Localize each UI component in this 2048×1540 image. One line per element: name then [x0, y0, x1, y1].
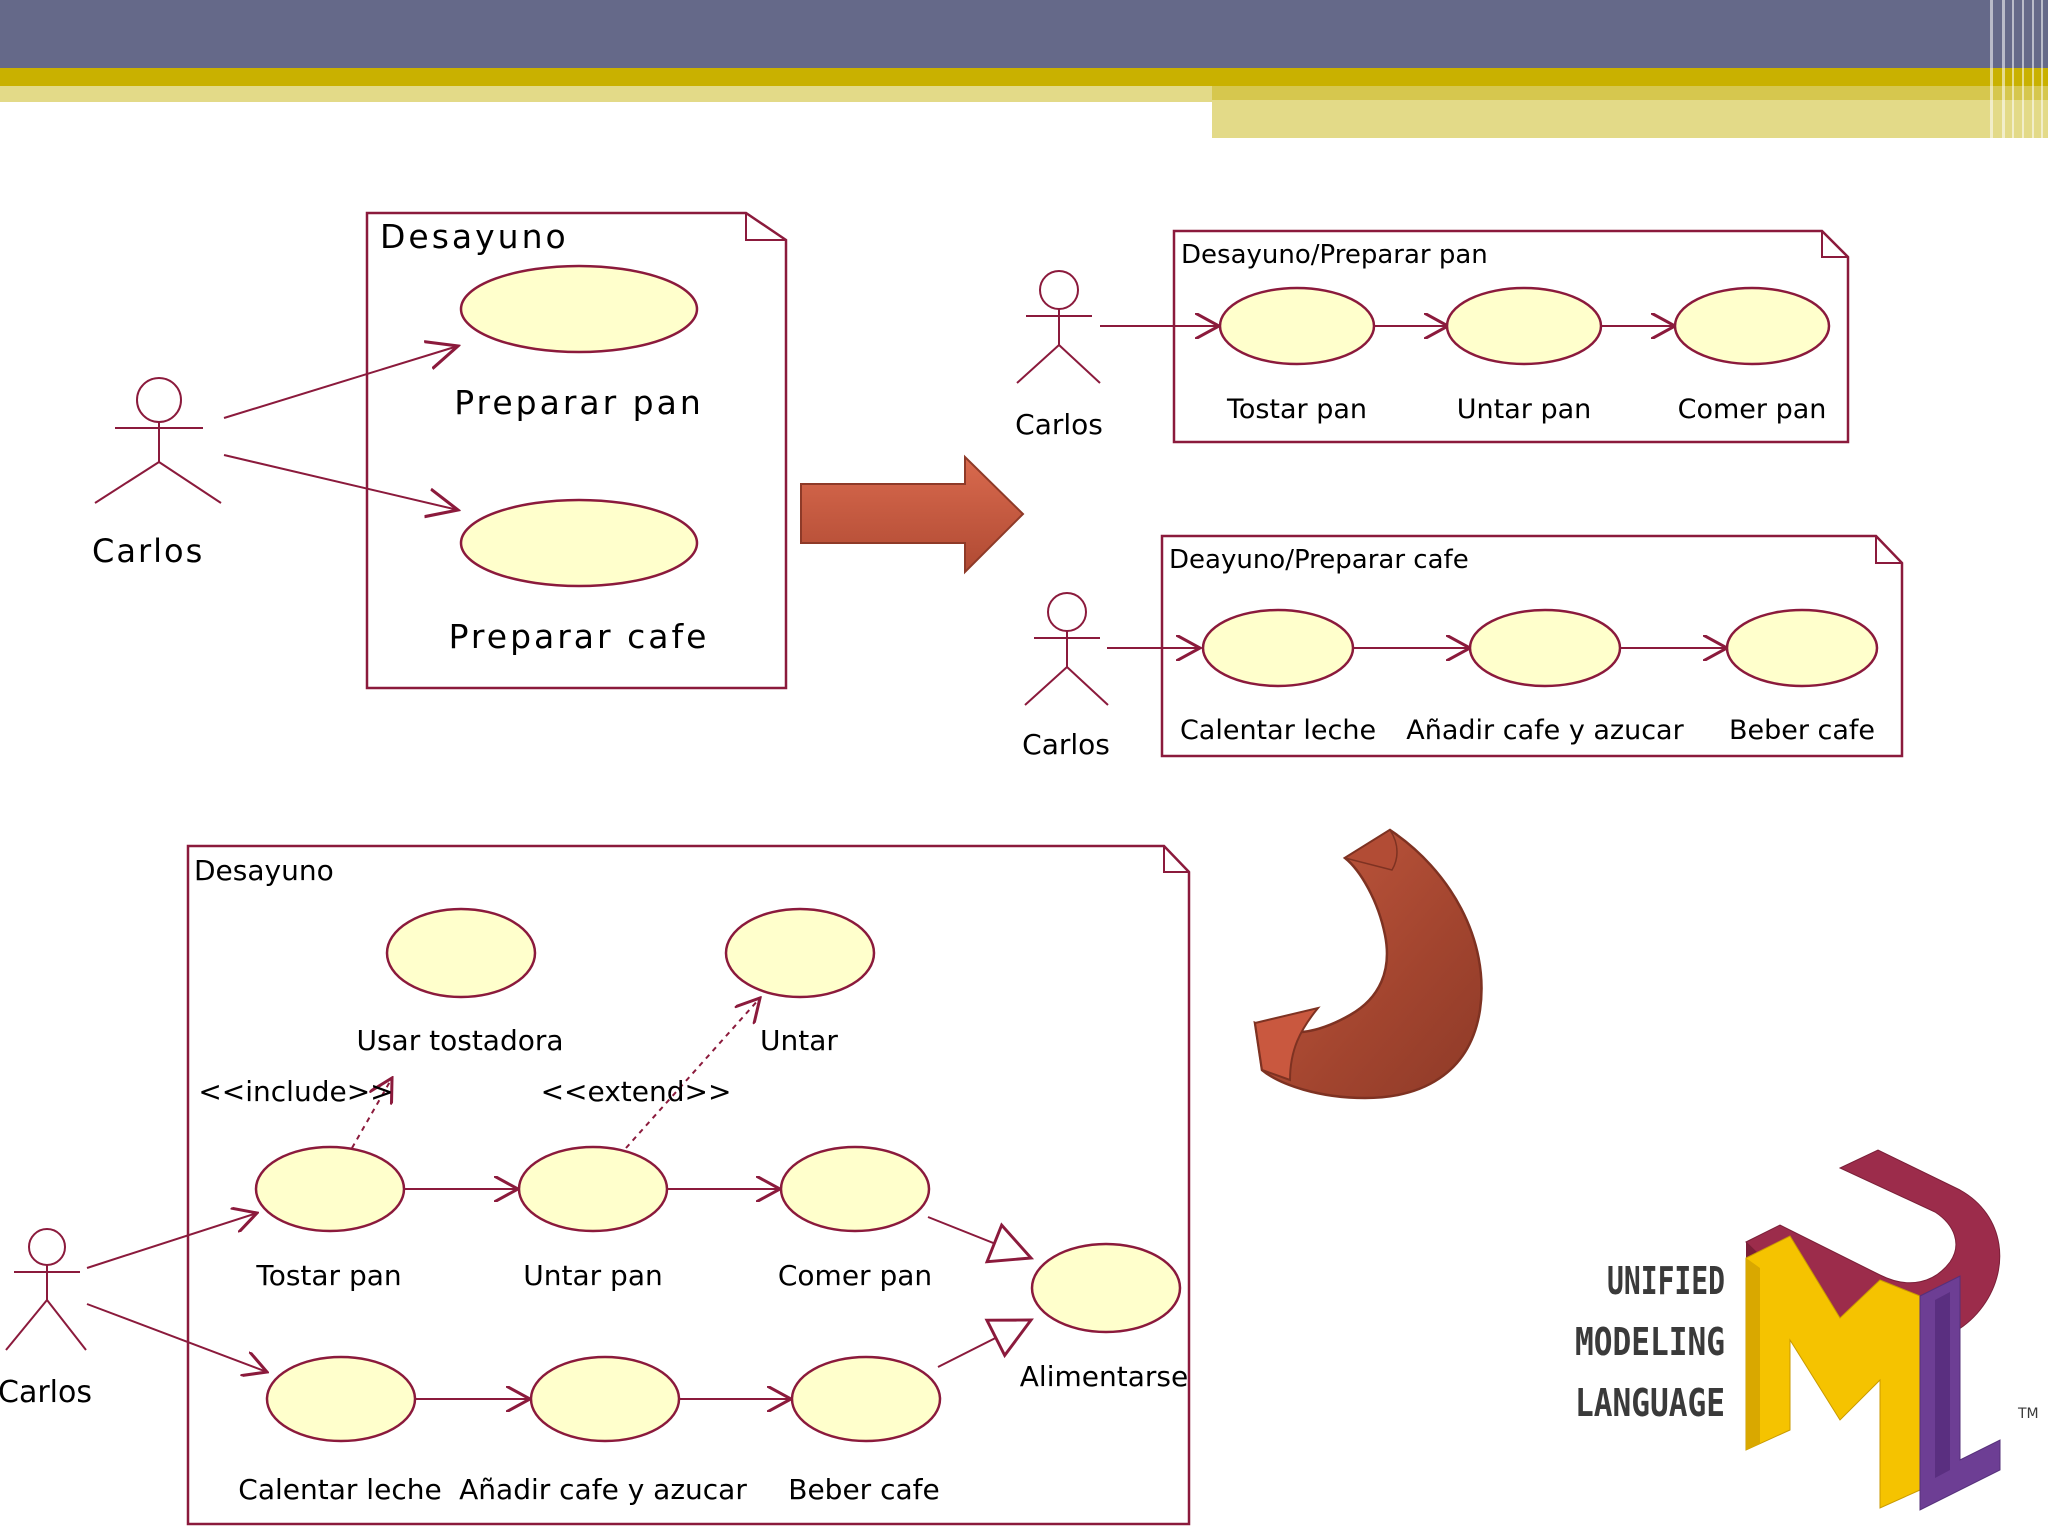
- actor-head: [1039, 270, 1079, 310]
- package-frame: [186, 844, 1191, 1526]
- actor-head: [1047, 592, 1087, 632]
- header-gold-block-top: [1212, 86, 2048, 100]
- package-title: Desayuno/Preparar pan: [1181, 240, 1488, 270]
- usecase-label: Untar: [760, 1024, 838, 1057]
- package-fold: [1821, 231, 1848, 258]
- package-fold: [1875, 536, 1902, 564]
- header-bar: [0, 0, 2048, 68]
- package-title: Deayuno/Preparar cafe: [1169, 545, 1469, 575]
- actor: [94, 377, 222, 504]
- usecase-ellipse: [779, 1145, 931, 1233]
- header-edge-lines: [1990, 0, 2043, 138]
- logo-line-language: LANGUAGE: [1575, 1381, 1725, 1425]
- diagram-preparar-pan: Desayuno/Preparar pan Carlos Tostar pan …: [1015, 229, 1850, 444]
- package-fold: [745, 213, 786, 241]
- logo-l: [1919, 1275, 2001, 1511]
- usecase-ellipse: [724, 907, 876, 999]
- actor-head: [136, 377, 182, 423]
- logo-line-unified: UNIFIED: [1607, 1259, 1725, 1303]
- diagram-desayuno-detailed: Desayuno Carlos: [0, 844, 1191, 1526]
- usecase-label: Tostar pan: [1226, 394, 1367, 425]
- actor: [5, 1228, 87, 1351]
- generalization-line: [937, 1320, 1031, 1368]
- diagram-preparar-cafe: Deayuno/Preparar cafe Carlos Calentar le…: [1022, 534, 1904, 761]
- usecase-label: Untar pan: [1457, 394, 1592, 425]
- package-title: Desayuno: [194, 854, 334, 887]
- usecase-ellipse: [1468, 608, 1622, 688]
- association-line: [223, 454, 458, 510]
- header-light-stripe: [0, 86, 1212, 102]
- package-fold: [1163, 846, 1189, 873]
- usecase-label: Añadir cafe y azucar: [459, 1473, 747, 1506]
- usecase-label: Comer pan: [1678, 394, 1827, 425]
- logo-line-modeling: MODELING: [1575, 1320, 1725, 1364]
- usecase-label: Beber cafe: [1729, 715, 1875, 746]
- logo-tm: TM: [2017, 1406, 2039, 1422]
- header-gold-stripe: [0, 68, 2048, 86]
- uml-logo: UNIFIED MODELING LANGUAGE TM: [1575, 1149, 2039, 1511]
- usecase-label: Alimentarse: [1020, 1360, 1188, 1393]
- actor-label: Carlos: [0, 1375, 92, 1410]
- usecase-ellipse: [254, 1145, 406, 1233]
- usecase-label: Tostar pan: [255, 1259, 401, 1292]
- header-bars: [0, 0, 2048, 138]
- usecase-label: Usar tostadora: [356, 1024, 563, 1057]
- usecase-label: Añadir cafe y azucar: [1406, 715, 1684, 746]
- usecase-label: Beber cafe: [788, 1473, 939, 1506]
- logo-m: [1745, 1235, 1921, 1509]
- usecase-label: Calentar leche: [1180, 715, 1376, 746]
- usecase-label: Comer pan: [778, 1259, 932, 1292]
- usecase-ellipse: [459, 498, 699, 588]
- usecase-ellipse: [1201, 608, 1355, 688]
- usecase-ellipse: [385, 907, 537, 999]
- actor-head: [28, 1228, 66, 1266]
- extend-line: [625, 998, 760, 1149]
- usecase-label: Preparar pan: [454, 383, 704, 422]
- usecase-ellipse: [790, 1355, 942, 1443]
- usecase-ellipse: [265, 1355, 417, 1443]
- association-line: [86, 1213, 257, 1269]
- block-arrow-right: [800, 454, 1025, 575]
- association-line: [223, 346, 458, 419]
- actor-label: Carlos: [1022, 728, 1110, 761]
- usecase-ellipse: [1725, 608, 1879, 688]
- stereotype-label: <<include>>: [198, 1075, 393, 1108]
- association-line: [86, 1303, 267, 1372]
- usecase-ellipse: [517, 1145, 669, 1233]
- usecase-label: Preparar cafe: [449, 617, 710, 656]
- curved-arrow-down: [1253, 828, 1483, 1100]
- usecase-ellipse: [1030, 1242, 1182, 1334]
- actor: [1024, 592, 1109, 706]
- usecase-ellipse: [459, 264, 699, 354]
- include-line: [351, 1078, 392, 1149]
- usecase-ellipse: [529, 1355, 681, 1443]
- usecase-label: Untar pan: [523, 1259, 662, 1292]
- usecase-ellipse: [1445, 286, 1603, 366]
- generalization-line: [927, 1216, 1031, 1258]
- usecase-ellipse: [1218, 286, 1376, 366]
- stereotype-label: <<extend>>: [541, 1075, 732, 1108]
- actor: [1016, 270, 1101, 384]
- diagram-desayuno-overview: Desayuno Carlos Preparar pan Preparar ca…: [92, 211, 788, 690]
- package-title: Desayuno: [380, 217, 569, 256]
- usecase-ellipse: [1673, 286, 1831, 366]
- actor-label: Carlos: [1015, 408, 1103, 441]
- actor-label: Carlos: [92, 532, 204, 570]
- usecase-label: Calentar leche: [238, 1473, 441, 1506]
